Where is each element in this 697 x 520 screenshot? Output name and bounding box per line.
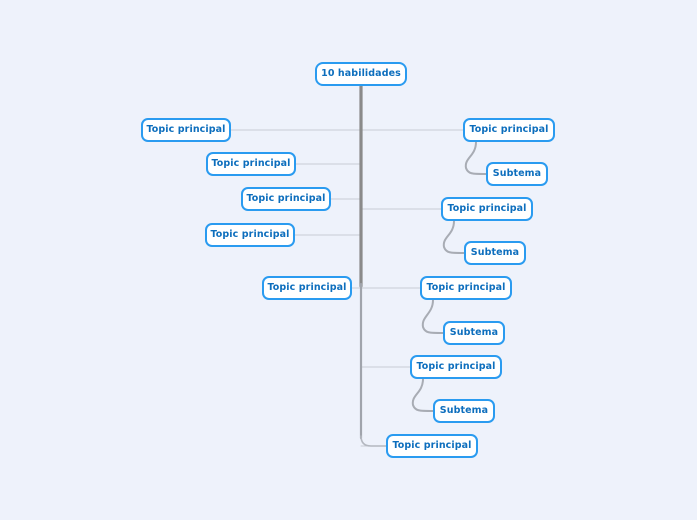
root-node-label: 10 habilidades [321,68,401,80]
topic-node-8[interactable]: Topic principal [262,276,352,300]
topic-node-7[interactable]: Topic principal [205,223,295,247]
topic-node-label: Topic principal [426,282,506,294]
subtopic-node-10[interactable]: Subtema [443,321,505,345]
topic-node-0[interactable]: Topic principal [141,118,231,142]
topic-node-label: Topic principal [469,124,549,136]
topic-node-label: Topic principal [246,193,326,205]
topic-node-label: Topic principal [211,158,291,170]
subtopic-node-12[interactable]: Subtema [433,399,495,423]
topic-node-label: Topic principal [267,282,347,294]
subtopic-node-label: Subtema [439,405,489,417]
subtopic-node-6[interactable]: Subtema [464,241,526,265]
topic-node-1[interactable]: Topic principal [463,118,555,142]
trunk-bottom-elbow [360,435,387,447]
topic-node-4[interactable]: Topic principal [241,187,331,211]
topic-node-13[interactable]: Topic principal [386,434,478,458]
subtopic-node-label: Subtema [492,168,542,180]
topic-node-5[interactable]: Topic principal [441,197,533,221]
subtopic-connector-3 [411,378,434,412]
topic-node-label: Topic principal [447,203,527,215]
topic-node-label: Topic principal [416,361,496,373]
subtopic-node-2[interactable]: Subtema [486,162,548,186]
subtopic-node-label: Subtema [470,247,520,259]
subtopic-connector-1 [442,220,465,254]
topic-node-9[interactable]: Topic principal [420,276,512,300]
topic-node-label: Topic principal [392,440,472,452]
topic-node-label: Topic principal [146,124,226,136]
topic-node-3[interactable]: Topic principal [206,152,296,176]
subtopic-connector-2 [421,299,444,334]
root-node[interactable]: 10 habilidades [315,62,407,86]
topic-node-label: Topic principal [210,229,290,241]
subtopic-connector-0 [464,141,487,175]
topic-node-11[interactable]: Topic principal [410,355,502,379]
subtopic-node-label: Subtema [449,327,499,339]
